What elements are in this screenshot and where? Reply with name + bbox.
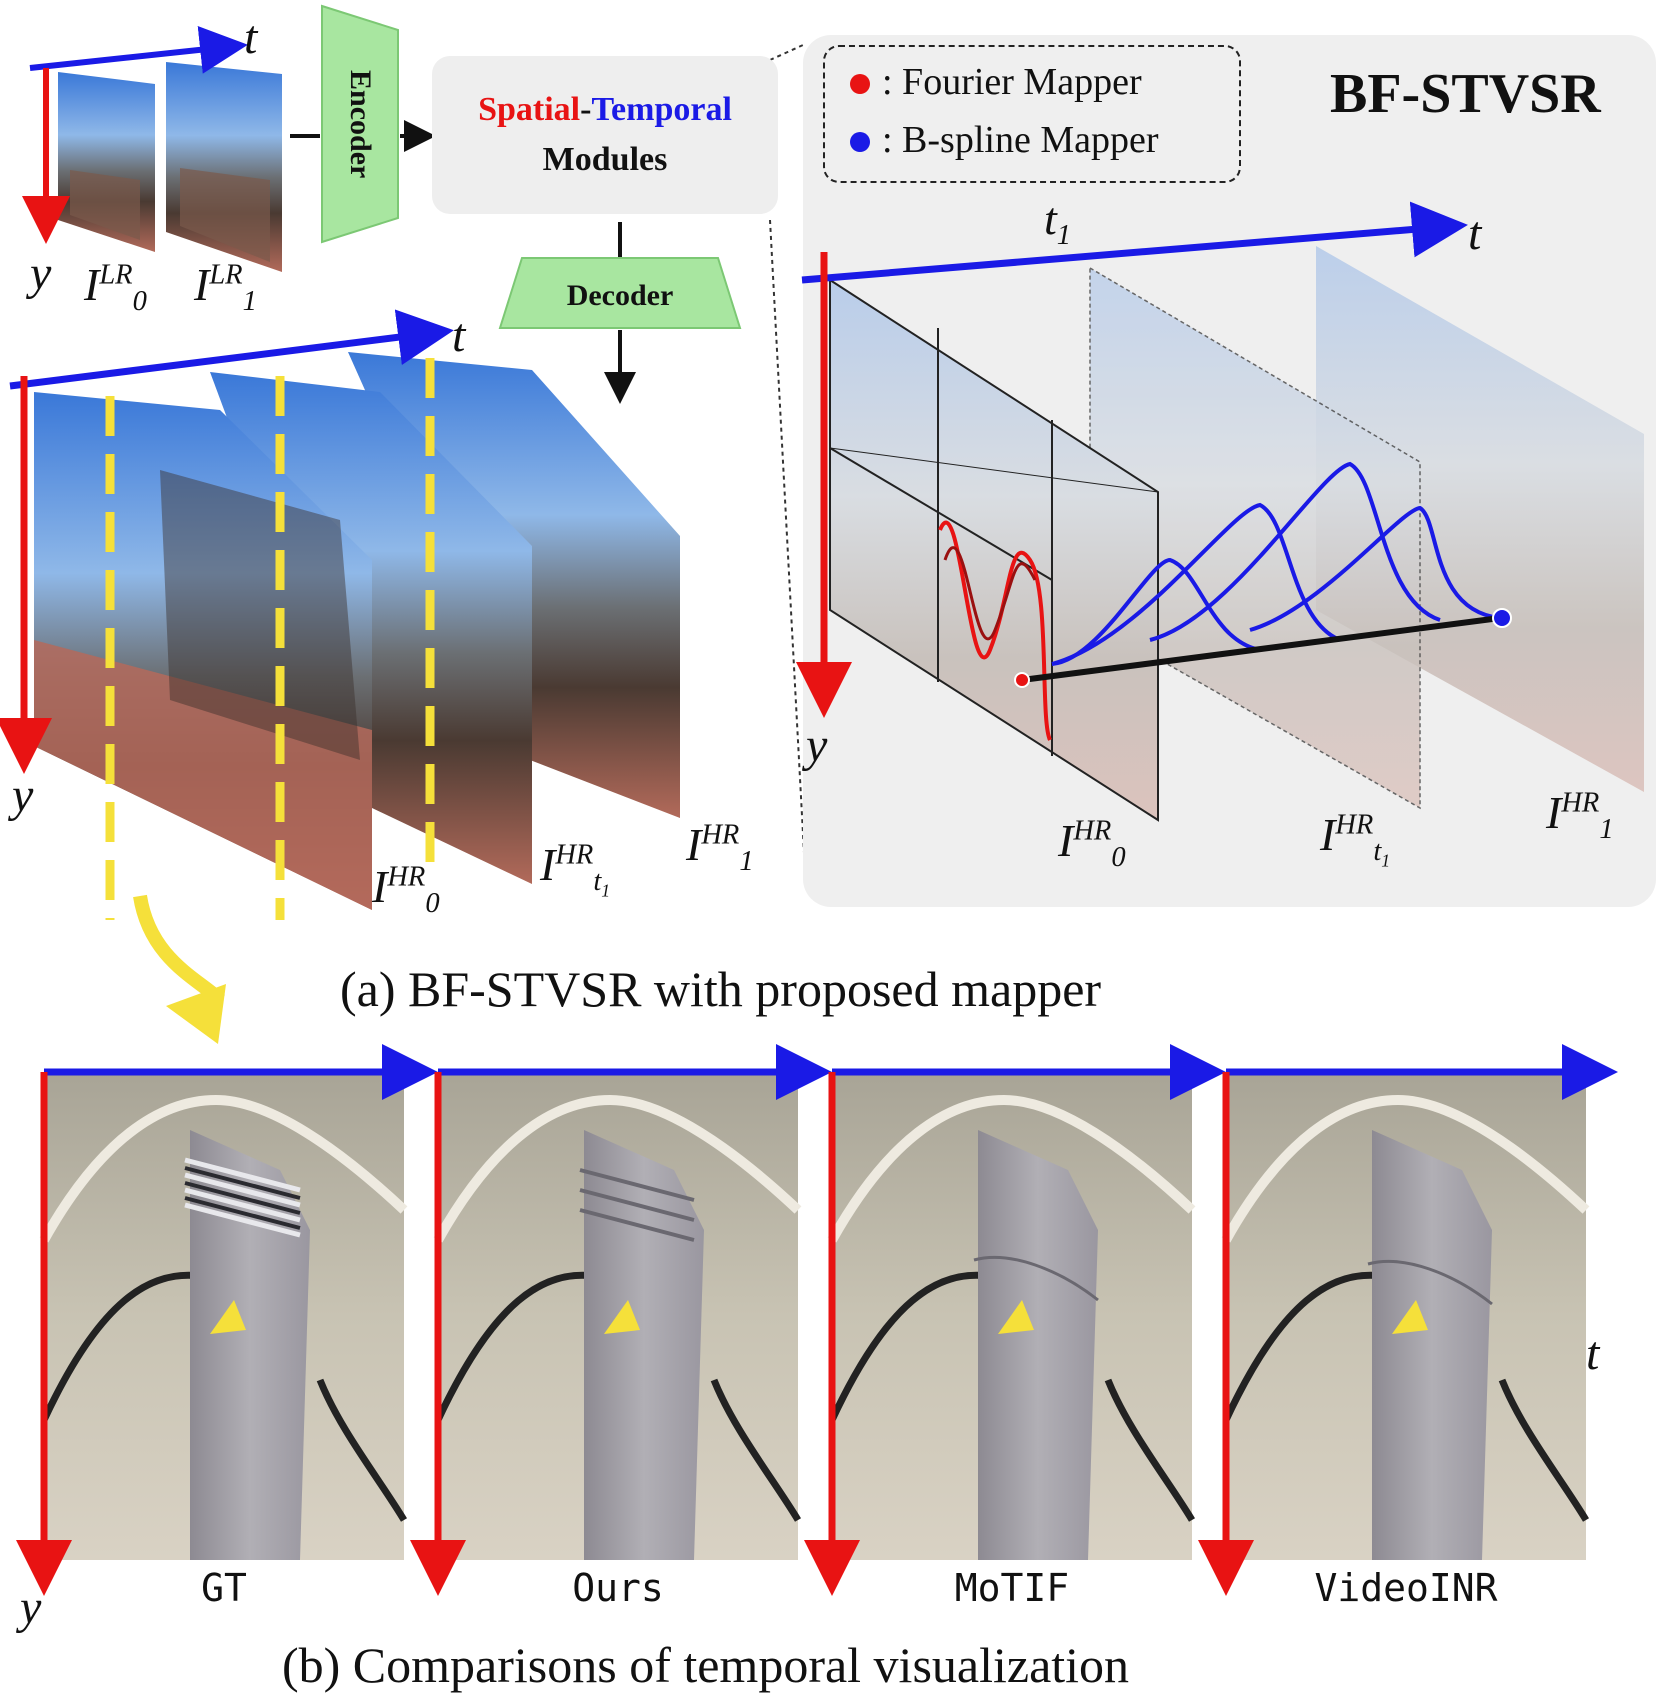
label-it1-hr: IHRt1 <box>540 839 611 901</box>
panel-time-axis <box>801 201 1468 284</box>
fourier-point <box>1014 672 1030 688</box>
lr-time-axis <box>29 25 248 74</box>
bspline-point <box>1492 608 1512 628</box>
modules-temporal: Temporal <box>591 91 732 128</box>
legend <box>823 45 1241 183</box>
legend-fourier-dot <box>850 74 870 94</box>
label-i0-hr: IHR0 <box>372 861 440 920</box>
panel-title: BF-STVSR <box>1330 63 1601 125</box>
comparison-y-label: y <box>20 1581 42 1634</box>
hr-y-label: y <box>12 769 34 822</box>
panel-frame-0 <box>829 278 1159 822</box>
legend-fourier: : Fourier Mapper <box>882 61 1142 103</box>
label-i1-lr: ILR1 <box>194 259 257 318</box>
spatial-temporal-modules: Spatial-Temporal Modules <box>432 56 778 214</box>
label-gt: GT <box>201 1566 247 1610</box>
bspline-curve-1 <box>1051 557 1261 666</box>
panel-label-i0-hr: IHR0 <box>1058 815 1126 874</box>
modules-line1: Spatial-Temporal <box>478 85 732 135</box>
comparison-t-label: t <box>1586 1327 1600 1380</box>
lr-t-label: t <box>244 11 258 64</box>
legend-bspline-dot <box>850 132 870 152</box>
caption-a: (a) BF-STVSR with proposed mapper <box>340 961 1102 1017</box>
bspline-curve-2 <box>1051 502 1341 666</box>
caption-b: (b) Comparisons of temporal visualizatio… <box>282 1637 1130 1693</box>
comparison-panels <box>16 1044 1618 1596</box>
hr-t-label: t <box>452 309 466 362</box>
comparison-gt <box>39 1072 408 1560</box>
panel-label-i1-hr: IHR1 <box>1546 787 1614 846</box>
label-ours: Ours <box>572 1566 664 1610</box>
lr-y-label: y <box>30 247 52 300</box>
hr-time-axis <box>9 309 454 390</box>
bspline-curve-4 <box>1249 505 1501 632</box>
panel-t-label: t <box>1468 207 1482 260</box>
panel-t1-label: t1 <box>1044 193 1072 252</box>
encoder-label: Encoder <box>344 69 377 179</box>
label-i0-lr: ILR0 <box>84 259 147 318</box>
zoom-arrow-head <box>166 984 226 1044</box>
modules-dash: - <box>580 91 592 128</box>
decoder-label: Decoder <box>566 279 674 312</box>
bspline-curve-3 <box>1149 461 1441 642</box>
modules-spatial: Spatial <box>478 91 581 128</box>
comparison-motif <box>827 1072 1196 1560</box>
panel-y-label: y <box>806 719 828 772</box>
comparison-videoinr <box>1221 1072 1590 1560</box>
label-videoinr: VideoINR <box>1314 1566 1498 1610</box>
decoder-block <box>498 257 742 329</box>
comparison-ours <box>433 1072 802 1560</box>
panel-label-it1-hr: IHRt1 <box>1320 809 1391 871</box>
temporal-link <box>1021 615 1501 683</box>
lr-frames <box>22 25 282 272</box>
label-motif: MoTIF <box>954 1566 1070 1610</box>
zoom-connector-top <box>769 44 804 61</box>
fourier-wave-2 <box>943 546 1037 641</box>
legend-bspline: : B-spline Mapper <box>882 119 1159 161</box>
encoder-block <box>321 4 399 244</box>
label-i1-hr: IHR1 <box>686 819 754 878</box>
modules-line2: Modules <box>542 141 668 178</box>
hr-frame-stack <box>0 309 680 920</box>
